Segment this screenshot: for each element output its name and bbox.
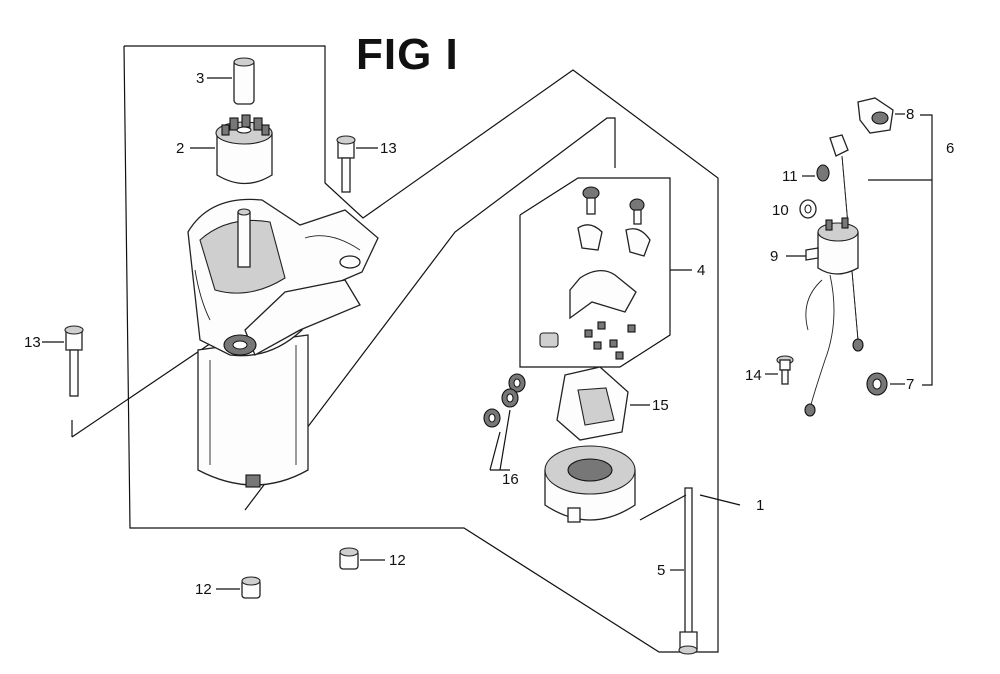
- part-1-starter-motor: [187, 198, 379, 488]
- part-5-through-bolt: [639, 487, 698, 655]
- callout-12-left: 12: [195, 581, 212, 598]
- part-13-bolt-left: [42, 325, 84, 397]
- callout-11: 11: [782, 168, 798, 185]
- part-8-terminal-cover: [857, 97, 905, 134]
- callout-2: 2: [176, 140, 184, 157]
- part-15-brush-plate: [556, 366, 650, 441]
- part-12-dowel-right: [339, 547, 385, 570]
- part-3-pin: [207, 57, 255, 105]
- callout-7: 7: [906, 376, 914, 393]
- part-11-nut: [802, 164, 830, 182]
- callout-13-left: 13: [24, 334, 41, 351]
- callout-5: 5: [657, 562, 665, 579]
- part-13-bolt-upper: [336, 135, 378, 193]
- part-4-brush-holder: [539, 186, 692, 360]
- callout-10: 10: [772, 202, 789, 219]
- assembly-outline-lines: [71, 45, 933, 653]
- part-9-solenoid: [786, 217, 859, 417]
- starter-end-cover: [544, 445, 636, 523]
- callout-13-upper: 13: [380, 140, 397, 157]
- callout-15: 15: [652, 397, 669, 414]
- callout-6: 6: [946, 140, 954, 157]
- callout-12-right: 12: [389, 552, 406, 569]
- part-12-dowel-left: [216, 576, 261, 599]
- callout-8: 8: [906, 106, 914, 123]
- callout-1: 1: [756, 497, 764, 514]
- callout-14: 14: [745, 367, 762, 384]
- callout-9: 9: [770, 248, 778, 265]
- part-10-washer: [799, 199, 817, 219]
- part-7-terminal: [866, 372, 905, 396]
- callout-4: 4: [697, 262, 705, 279]
- callout-3: 3: [196, 70, 204, 87]
- figure-title: FIG I: [356, 30, 459, 79]
- part-14-screw: [765, 355, 794, 385]
- callout-labels: 3 2 13 13 4 15 16 1 5 12 12 8 6 11 10 9 …: [24, 70, 954, 598]
- part-16-nuts-washers: [483, 373, 526, 428]
- part-2-pinion-gear: [190, 114, 273, 185]
- callout-16: 16: [502, 471, 519, 488]
